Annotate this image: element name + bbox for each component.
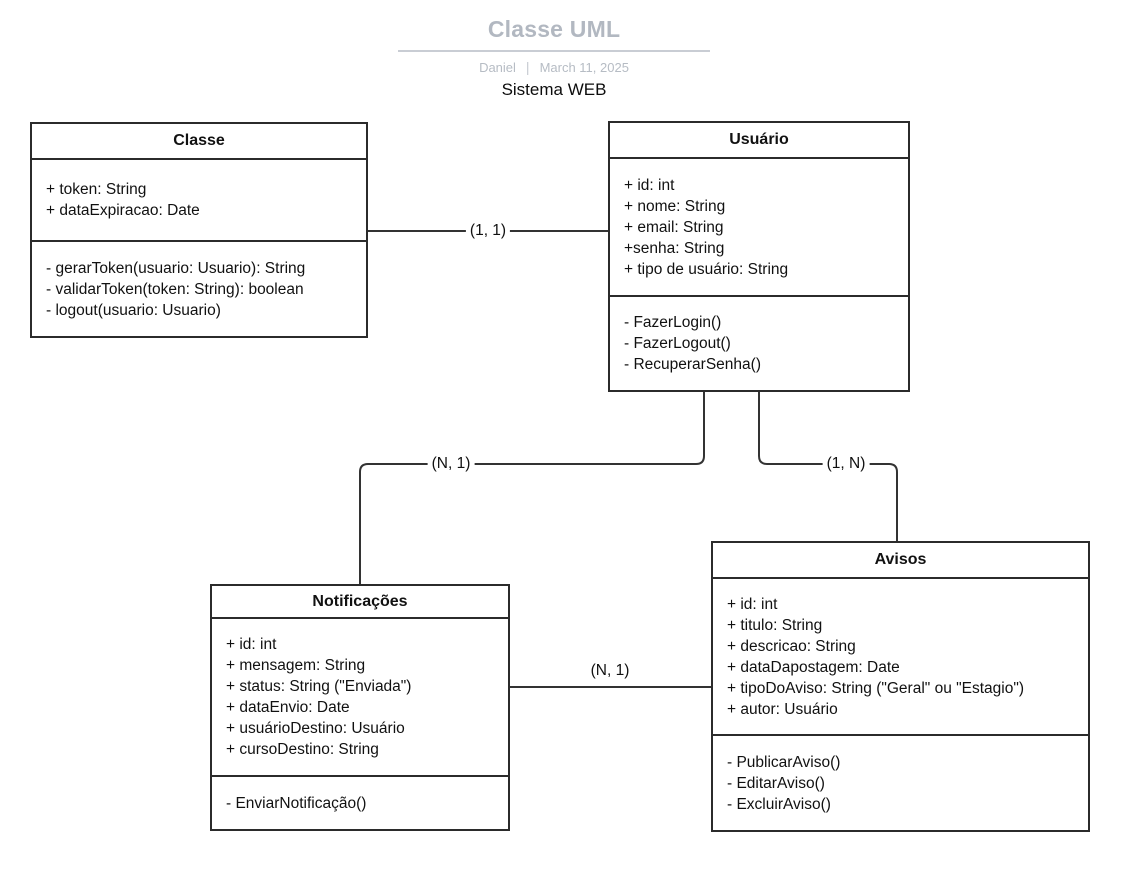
class-method: - logout(usuario: Usuario) bbox=[46, 301, 221, 319]
cardinality-label-usuario-avisos: (1, N) bbox=[822, 455, 870, 473]
class-methods: - gerarToken(usuario: Usuario): String -… bbox=[32, 242, 366, 336]
class-attribute: + tipo de usuário: String bbox=[624, 260, 789, 278]
class-box-notificacoes: Notificações + id: int + mensagem: Strin… bbox=[210, 584, 510, 831]
class-box-usuario: Usuário + id: int + nome: String + email… bbox=[608, 121, 910, 392]
class-title: Classe bbox=[32, 124, 366, 160]
class-attributes: + id: int + titulo: String + descricao: … bbox=[713, 579, 1088, 736]
class-method: - PublicarAviso() bbox=[727, 753, 841, 771]
class-attribute: + dataEnvio: Date bbox=[226, 699, 350, 716]
class-title: Avisos bbox=[713, 543, 1088, 579]
class-method: - FazerLogout() bbox=[624, 335, 731, 352]
class-attributes: + token: String + dataExpiracao: Date bbox=[32, 160, 366, 242]
class-method: - ExcluirAviso() bbox=[727, 795, 831, 813]
class-attribute: + token: String bbox=[46, 181, 147, 198]
title-divider bbox=[398, 50, 710, 52]
byline-separator: | bbox=[525, 59, 530, 75]
class-title: Usuário bbox=[610, 123, 908, 159]
document-header: Classe UML Daniel | March 11, 2025 Siste… bbox=[398, 16, 710, 100]
class-attribute: + autor: Usuário bbox=[727, 700, 838, 718]
class-attribute: + usuárioDestino: Usuário bbox=[226, 720, 405, 737]
class-attribute: + id: int bbox=[226, 636, 277, 653]
class-attributes: + id: int + mensagem: String + status: S… bbox=[212, 619, 508, 777]
class-title: Notificações bbox=[212, 586, 508, 619]
class-method: - EnviarNotificação() bbox=[226, 794, 367, 812]
class-attribute: + status: String ("Enviada") bbox=[226, 678, 412, 695]
class-attribute: + titulo: String bbox=[727, 616, 823, 634]
class-attribute: + mensagem: String bbox=[226, 657, 366, 674]
class-method: - EditarAviso() bbox=[727, 774, 825, 792]
cardinality-label-notificacoes-avisos: (N, 1) bbox=[586, 662, 634, 680]
class-attribute: + id: int bbox=[624, 176, 675, 194]
page-title: Classe UML bbox=[487, 16, 621, 42]
class-attribute: + dataDapostagem: Date bbox=[727, 658, 900, 676]
class-attribute: + id: int bbox=[727, 595, 778, 613]
class-methods: - FazerLogin() - FazerLogout() - Recuper… bbox=[610, 297, 908, 390]
class-method: - RecuperarSenha() bbox=[624, 356, 761, 373]
class-method: - validarToken(token: String): boolean bbox=[46, 280, 304, 298]
class-methods: - PublicarAviso() - EditarAviso() - Excl… bbox=[713, 736, 1088, 830]
class-attribute: + descricao: String bbox=[727, 637, 856, 655]
class-attribute: + cursoDestino: String bbox=[226, 741, 379, 758]
class-box-classe: Classe + token: String + dataExpiracao: … bbox=[30, 122, 368, 338]
class-attribute: + dataExpiracao: Date bbox=[46, 202, 200, 219]
connector-usuario-notificacoes bbox=[359, 392, 705, 584]
class-method: - gerarToken(usuario: Usuario): String bbox=[46, 259, 306, 277]
cardinality-label-classe-usuario: (1, 1) bbox=[465, 222, 511, 240]
document-date: March 11, 2025 bbox=[539, 59, 629, 75]
class-attribute: +senha: String bbox=[624, 239, 725, 257]
class-attribute: + email: String bbox=[624, 218, 724, 236]
class-box-avisos: Avisos + id: int + titulo: String + desc… bbox=[711, 541, 1090, 832]
author-name: Daniel bbox=[479, 59, 516, 75]
class-attributes: + id: int + nome: String + email: String… bbox=[610, 159, 908, 297]
class-method: - FazerLogin() bbox=[624, 314, 722, 331]
class-methods: - EnviarNotificação() bbox=[212, 777, 508, 829]
byline: Daniel | March 11, 2025 bbox=[398, 59, 710, 75]
class-attribute: + nome: String bbox=[624, 197, 726, 215]
document-subtitle: Sistema WEB bbox=[501, 80, 607, 99]
cardinality-label-usuario-notificacoes: (N, 1) bbox=[427, 455, 475, 473]
class-attribute: + tipoDoAviso: String ("Geral" ou "Estag… bbox=[727, 679, 1024, 697]
